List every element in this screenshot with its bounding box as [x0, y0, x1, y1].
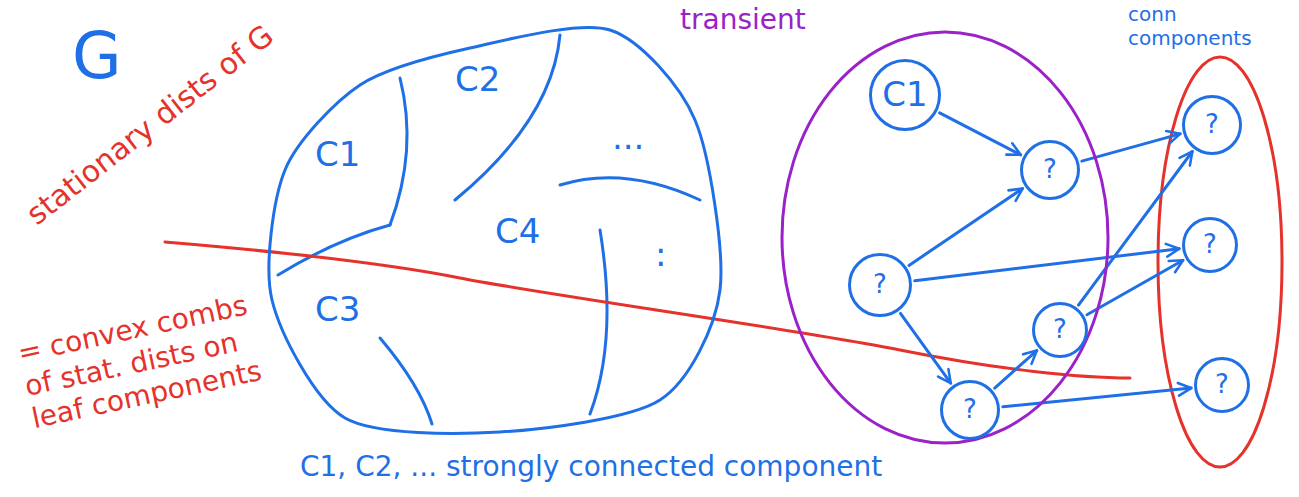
region-label: C1 — [315, 135, 360, 174]
dependency-arrow — [940, 113, 1021, 155]
pointer-curve — [165, 242, 1130, 378]
region-divider — [278, 225, 390, 275]
region-divider — [590, 230, 607, 414]
node-title: ? — [1215, 370, 1229, 400]
region-label: C2 — [455, 60, 500, 99]
dependency-arrow — [995, 351, 1037, 388]
leaf-group-outline — [1158, 57, 1282, 467]
node-title: C1 — [882, 75, 927, 114]
component-circle: ? — [1020, 140, 1080, 200]
dependency-arrow — [1003, 388, 1191, 407]
region-divider — [390, 78, 407, 225]
dependency-arrow — [1078, 152, 1192, 306]
component-circle: ? — [1182, 95, 1242, 155]
component-circle: ? — [940, 380, 1000, 440]
dependency-arrow — [1087, 260, 1183, 314]
node-title: transient — [680, 4, 806, 36]
graph-outline-path — [269, 27, 721, 433]
graph-region: GC1C2...C3C4: — [260, 20, 730, 450]
node-title: ? — [873, 270, 887, 300]
node-title: ? — [963, 395, 977, 425]
group-outline-ellipse — [782, 32, 1108, 443]
node-title: G — [72, 20, 122, 94]
dependency-arrow — [915, 249, 1179, 281]
node-title: ? — [1203, 230, 1217, 260]
component-circle: C1 — [869, 59, 941, 131]
region-label: ... — [612, 118, 644, 157]
component-circle: ? — [1182, 217, 1238, 273]
node-title: ? — [1053, 315, 1067, 345]
region-label: : — [655, 235, 666, 274]
note-text: conn components — [1128, 2, 1288, 50]
note-text: C1, C2, ... strongly connected component — [300, 450, 882, 484]
component-circle: ? — [1194, 357, 1250, 413]
region-divider — [380, 338, 432, 424]
group-outline — [780, 30, 1110, 445]
note-text: stationary dists of G — [20, 18, 281, 233]
region-label: C4 — [495, 212, 540, 251]
note-text: = convex combs of stat. dists on leaf co… — [15, 284, 285, 436]
dependency-arrow — [909, 188, 1023, 265]
region-label: C3 — [315, 290, 360, 329]
component-circle: ? — [1032, 302, 1088, 358]
region-divider — [560, 178, 700, 200]
transient-group: transientC1???? — [780, 30, 1110, 445]
node-title: ? — [1205, 110, 1219, 140]
component-circle: ? — [848, 253, 912, 317]
dependency-arrow — [900, 313, 950, 383]
region-divider — [455, 35, 560, 200]
node-title: ? — [1043, 155, 1057, 185]
